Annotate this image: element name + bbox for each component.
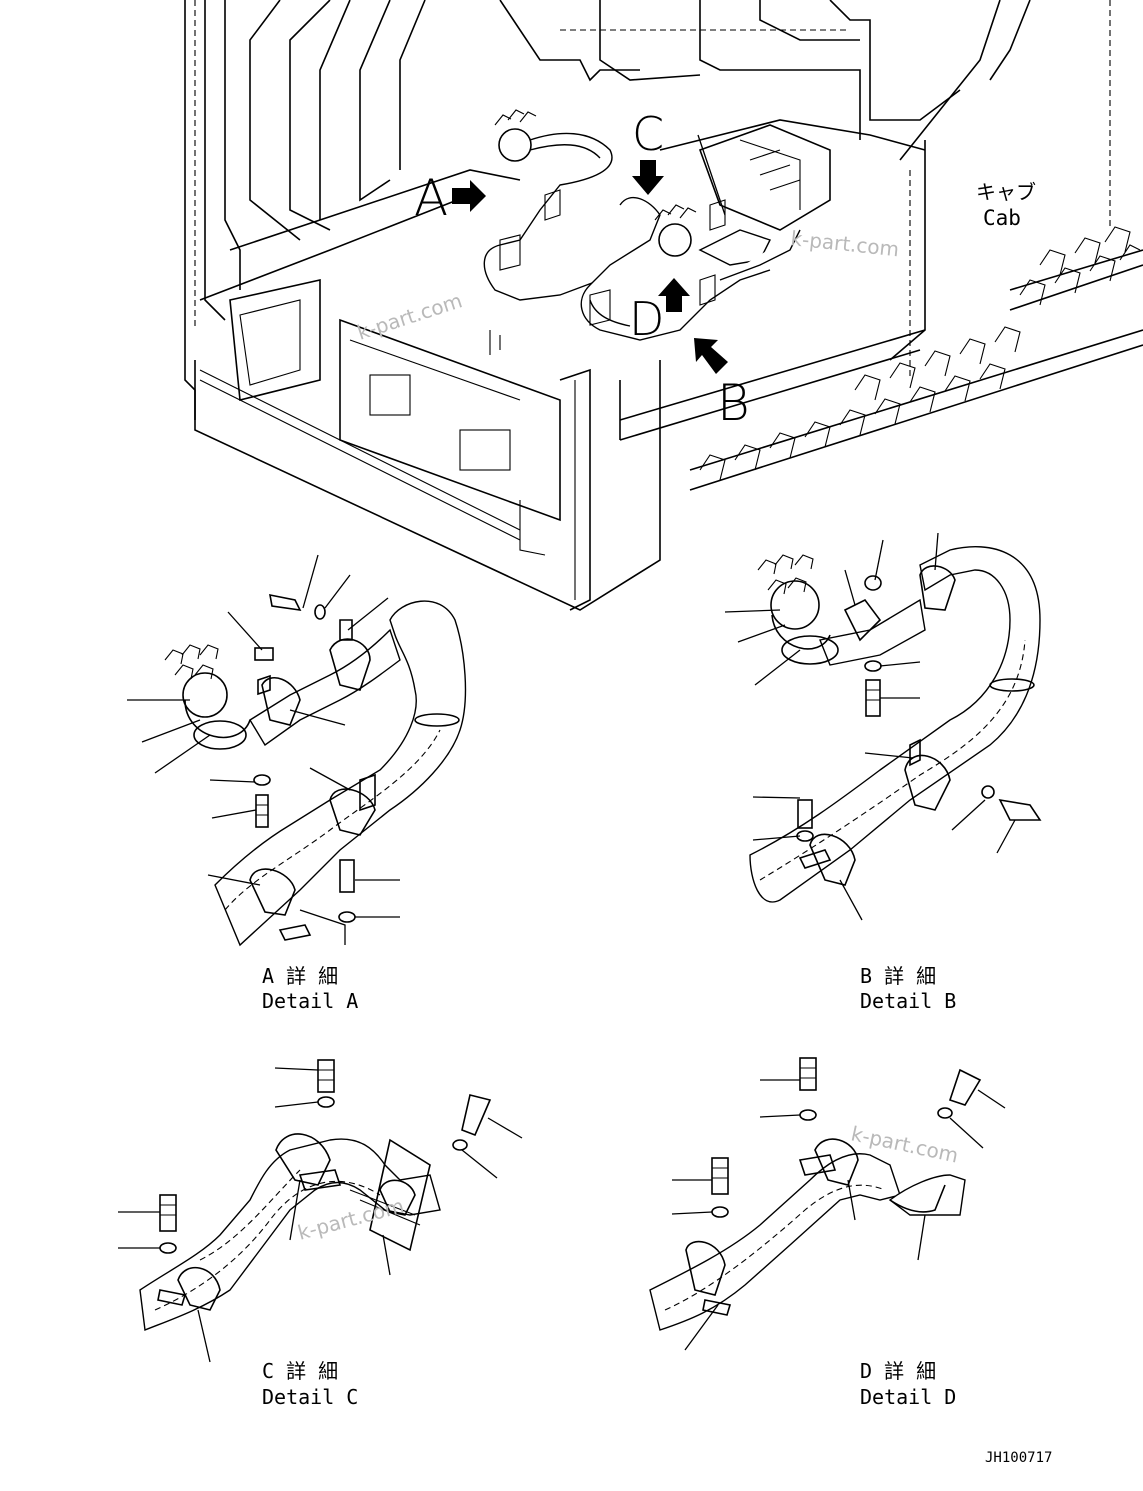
detail-c-drawing <box>118 1059 523 1363</box>
callout-c: C <box>632 107 664 161</box>
view-arrows <box>452 160 728 374</box>
callout-d: D <box>629 292 664 346</box>
detail-b-drawing <box>724 532 1042 921</box>
detail-a-title-ja: A 詳 細 <box>262 964 338 988</box>
detail-d-title-en: Detail D <box>860 1385 956 1409</box>
callout-b: B <box>717 374 750 432</box>
track-cleat-row <box>699 226 1141 481</box>
cab-label-ja: キャブ <box>976 180 1036 204</box>
detail-b-title-en: Detail B <box>860 989 956 1013</box>
drawing-number: JH100717 <box>985 1450 1052 1466</box>
track-cleats <box>689 249 1143 491</box>
detail-d-drawing <box>649 1057 1006 1351</box>
detail-a-title-en: Detail A <box>262 989 358 1013</box>
detail-d-title-ja: D 詳 細 <box>860 1359 936 1383</box>
cab-label-en: Cab <box>983 206 1021 230</box>
hose-assembly-overview <box>483 109 831 355</box>
detail-c-title-ja: C 詳 細 <box>262 1359 338 1383</box>
cab-frame-overview <box>184 0 1143 611</box>
watermark-2: k-part.com <box>789 226 900 261</box>
watermark-3: k-part.com <box>295 1193 406 1244</box>
detail-c-title-en: Detail C <box>262 1385 358 1409</box>
callout-a: A <box>414 169 448 227</box>
watermark-1: k-part.com <box>354 288 465 344</box>
detail-a-drawing <box>127 554 467 947</box>
detail-b-title-ja: B 詳 細 <box>860 964 936 988</box>
